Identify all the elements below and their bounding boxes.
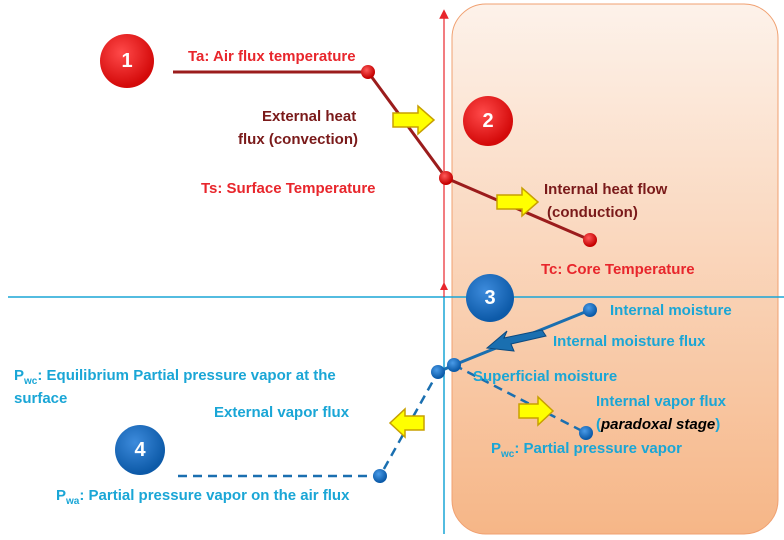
pwc-surface-point	[431, 365, 445, 379]
ta-label: Ta: Air flux temperature	[188, 48, 356, 65]
step-1-badge: 1	[100, 34, 154, 88]
external-vapor-arrow-icon	[388, 407, 425, 439]
axis-arrowhead-cyan	[440, 282, 448, 290]
tc-label: Tc: Core Temperature	[541, 261, 695, 278]
internal-moisture-label: Internal moisture	[610, 302, 732, 319]
step-3-badge: 3	[466, 274, 514, 322]
superficial-moisture-point	[447, 358, 461, 372]
step-3-number: 3	[484, 286, 496, 309]
step-1-number: 1	[121, 49, 133, 72]
paren-close: )	[715, 416, 721, 433]
pwc-core-label: Pwc: Partial pressure vapor	[491, 440, 682, 460]
internal-moisture-point	[583, 303, 597, 317]
step-2-badge: 2	[463, 96, 513, 146]
pwc-core-text: : Partial pressure vapor	[514, 440, 682, 457]
pwc-core-point	[579, 426, 593, 440]
internal-vapor-flux-label-line2: (paradoxal stage)	[596, 416, 720, 433]
paren-open: (	[596, 416, 601, 433]
external-heat-label-line1: External heat	[262, 108, 357, 125]
internal-heat-label-line2: (conduction)	[547, 204, 638, 221]
internal-moisture-flux-label: Internal moisture flux	[553, 333, 706, 350]
tc-point	[583, 233, 597, 247]
step-2-number: 2	[482, 109, 494, 132]
internal-heat-label-line1: Internal heat flow	[544, 181, 668, 198]
internal-vapor-arrow-icon	[518, 395, 555, 427]
ta-point	[361, 65, 375, 79]
paradoxal-stage-text: paradoxal stage	[601, 416, 716, 433]
pwc-equilibrium-label-line1: Pwc: Equilibrium Partial pressure vapor …	[14, 367, 336, 387]
pwa-point	[373, 469, 387, 483]
ts-point	[439, 171, 453, 185]
pwa-label: Pwa: Partial pressure vapor on the air f…	[56, 487, 350, 507]
pwc-equilibrium-subscript: wc	[24, 376, 38, 387]
internal-heat-arrow-icon	[496, 186, 540, 218]
pwc-equilibrium-text: : Equilibrium Partial pressure vapor at …	[37, 367, 336, 384]
pwa-text: : Partial pressure vapor on the air flux	[79, 487, 350, 504]
pwc-equilibrium-label-line2: surface	[14, 390, 68, 407]
internal-moisture-flux-arrow-icon	[485, 329, 547, 352]
ts-label: Ts: Surface Temperature	[201, 180, 376, 197]
pwa-subscript: wa	[66, 496, 80, 507]
internal-vapor-flux-label-line1: Internal vapor flux	[596, 393, 727, 410]
step-4-badge: 4	[115, 425, 165, 475]
external-vapor-flux-label: External vapor flux	[214, 404, 350, 421]
step-4-number: 4	[134, 438, 146, 461]
external-heat-arrow-icon	[392, 104, 436, 136]
vapor-profile-internal	[453, 363, 587, 435]
product-panel	[451, 3, 779, 535]
superficial-moisture-label: Superficial moisture	[473, 368, 618, 385]
external-heat-label-line2: flux (convection)	[238, 131, 359, 148]
pwc-core-subscript: wc	[501, 449, 515, 460]
